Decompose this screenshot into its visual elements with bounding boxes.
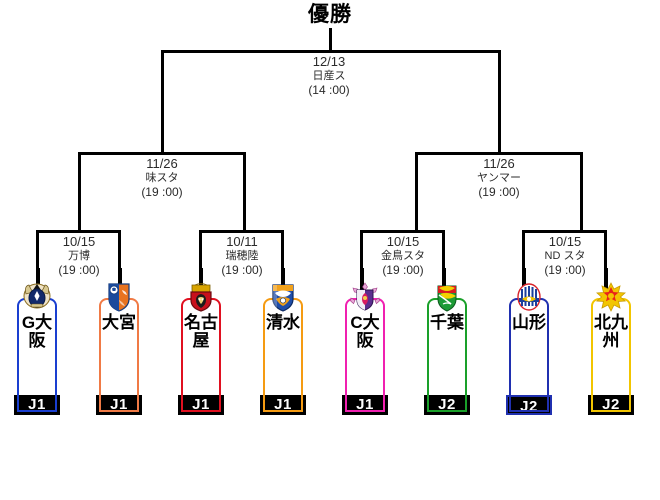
match-semifinal-2: 11/26 ヤンマー (19 :00): [439, 156, 559, 200]
gamba-osaka-crest-icon: [21, 282, 53, 312]
team-name-nagoya: 名古屋: [184, 313, 218, 350]
team-box-omiya: 大宮: [99, 298, 139, 412]
match-semifinal-2-date: 11/26: [483, 156, 515, 171]
montedio-yamagata-crest-icon: [513, 282, 545, 312]
semifinal-1-right-leg: [243, 152, 246, 232]
quarterfinal-2-right-leg: [281, 230, 284, 292]
match-final-venue: 日産ス: [312, 70, 346, 82]
team-column-kitakyushu[interactable]: 北九州: [588, 282, 634, 412]
final-champion-stem: [329, 28, 332, 52]
team-stem-yamagata: [521, 268, 526, 290]
nagoya-grampus-crest-icon: [185, 282, 217, 312]
match-quarterfinal-4-date: 10/15: [548, 234, 582, 249]
team-stem-chiba: [441, 268, 446, 290]
giravanz-kitakyushu-crest-icon: [595, 282, 627, 312]
team-box-c-osaka: C大阪: [345, 298, 385, 412]
match-final-date: 12/13: [312, 54, 346, 69]
team-name-c-osaka: C大阪: [350, 313, 380, 350]
jef-chiba-crest-icon: [431, 282, 463, 312]
team-box-yamagata: 山形: [509, 298, 549, 412]
quarterfinal-2-crossbar: [199, 230, 284, 233]
quarterfinal-4-left-leg: [522, 230, 525, 292]
match-quarterfinal-2-date: 10/11: [226, 234, 258, 249]
team-stem-kitakyushu: [603, 268, 608, 290]
team-stem-c-osaka: [359, 268, 364, 290]
team-name-yamagata: 山形: [512, 313, 546, 332]
team-box-nagoya: 名古屋: [181, 298, 221, 412]
team-name-kitakyushu: 北九州: [594, 313, 628, 350]
match-semifinal-1-venue: 味スタ: [145, 172, 179, 184]
team-name-shimizu: 清水: [266, 313, 300, 332]
team-column-yamagata[interactable]: 山形: [506, 282, 552, 412]
quarterfinal-3-crossbar: [360, 230, 445, 233]
match-semifinal-1: 11/26 味スタ (19 :00): [102, 156, 222, 200]
page-title: 優勝: [308, 3, 352, 26]
match-quarterfinal-4: 10/15 ND スタ (19 :00): [505, 234, 625, 278]
team-column-shimizu[interactable]: 清水: [260, 282, 306, 412]
match-quarterfinal-2-venue: 瑞穂陸: [225, 250, 259, 262]
match-quarterfinal-1-venue: 万博: [68, 250, 90, 262]
team-name-omiya: 大宮: [102, 313, 136, 332]
match-quarterfinal-4-time: (19 :00): [544, 263, 586, 277]
team-column-nagoya[interactable]: 名古屋: [178, 282, 224, 412]
match-semifinal-1-time: (19 :00): [141, 185, 183, 199]
team-box-kitakyushu: 北九州: [591, 298, 631, 412]
match-quarterfinal-3-venue: 金鳥スタ: [381, 250, 425, 262]
match-quarterfinal-1-time: (19 :00): [58, 263, 100, 277]
quarterfinal-4-right-leg: [604, 230, 607, 292]
team-column-c-osaka[interactable]: C大阪: [342, 282, 388, 412]
match-final: 12/13 日産ス (14 :00): [269, 54, 389, 98]
team-stem-omiya: [117, 268, 122, 290]
omiya-ardija-crest-icon: [103, 282, 135, 312]
final-right-leg: [498, 50, 501, 154]
team-box-shimizu: 清水: [263, 298, 303, 412]
cerezo-osaka-crest-icon: [349, 282, 381, 312]
team-box-g-osaka: G大阪: [17, 298, 57, 412]
semifinal-2-crossbar: [415, 152, 583, 155]
team-stem-shimizu: [280, 268, 285, 290]
final-crossbar: [161, 50, 501, 53]
match-quarterfinal-3-time: (19 :00): [382, 263, 424, 277]
match-semifinal-1-date: 11/26: [146, 156, 178, 171]
match-semifinal-2-time: (19 :00): [478, 185, 520, 199]
quarterfinal-3-left-leg: [360, 230, 363, 292]
match-final-time: (14 :00): [308, 83, 350, 97]
match-quarterfinal-4-venue: ND スタ: [544, 250, 586, 262]
match-semifinal-2-venue: ヤンマー: [477, 172, 521, 184]
team-column-g-osaka[interactable]: G大阪: [14, 282, 60, 412]
match-quarterfinal-1-date: 10/15: [62, 234, 96, 249]
semifinal-2-left-leg: [415, 152, 418, 232]
semifinal-1-left-leg: [78, 152, 81, 232]
team-box-chiba: 千葉: [427, 298, 467, 412]
semifinal-1-crossbar: [78, 152, 246, 155]
quarterfinal-1-left-leg: [36, 230, 39, 292]
match-quarterfinal-1: 10/15 万博 (19 :00): [19, 234, 139, 278]
team-column-omiya[interactable]: 大宮: [96, 282, 142, 412]
semifinal-2-right-leg: [580, 152, 583, 232]
final-left-leg: [161, 50, 164, 154]
team-stem-nagoya: [198, 268, 203, 290]
match-quarterfinal-3: 10/15 金鳥スタ (19 :00): [343, 234, 463, 278]
shimizu-spulse-crest-icon: [267, 282, 299, 312]
match-quarterfinal-2-time: (19 :00): [221, 263, 263, 277]
team-name-chiba: 千葉: [430, 313, 464, 332]
team-stem-g-osaka: [35, 268, 40, 290]
quarterfinal-4-crossbar: [522, 230, 607, 233]
match-quarterfinal-2: 10/11 瑞穂陸 (19 :00): [182, 234, 302, 278]
quarterfinal-2-left-leg: [199, 230, 202, 292]
team-name-g-osaka: G大阪: [21, 313, 53, 350]
quarterfinal-3-right-leg: [442, 230, 445, 292]
quarterfinal-1-crossbar: [36, 230, 121, 233]
match-quarterfinal-3-date: 10/15: [386, 234, 420, 249]
team-column-chiba[interactable]: 千葉: [424, 282, 470, 412]
quarterfinal-1-right-leg: [118, 230, 121, 292]
